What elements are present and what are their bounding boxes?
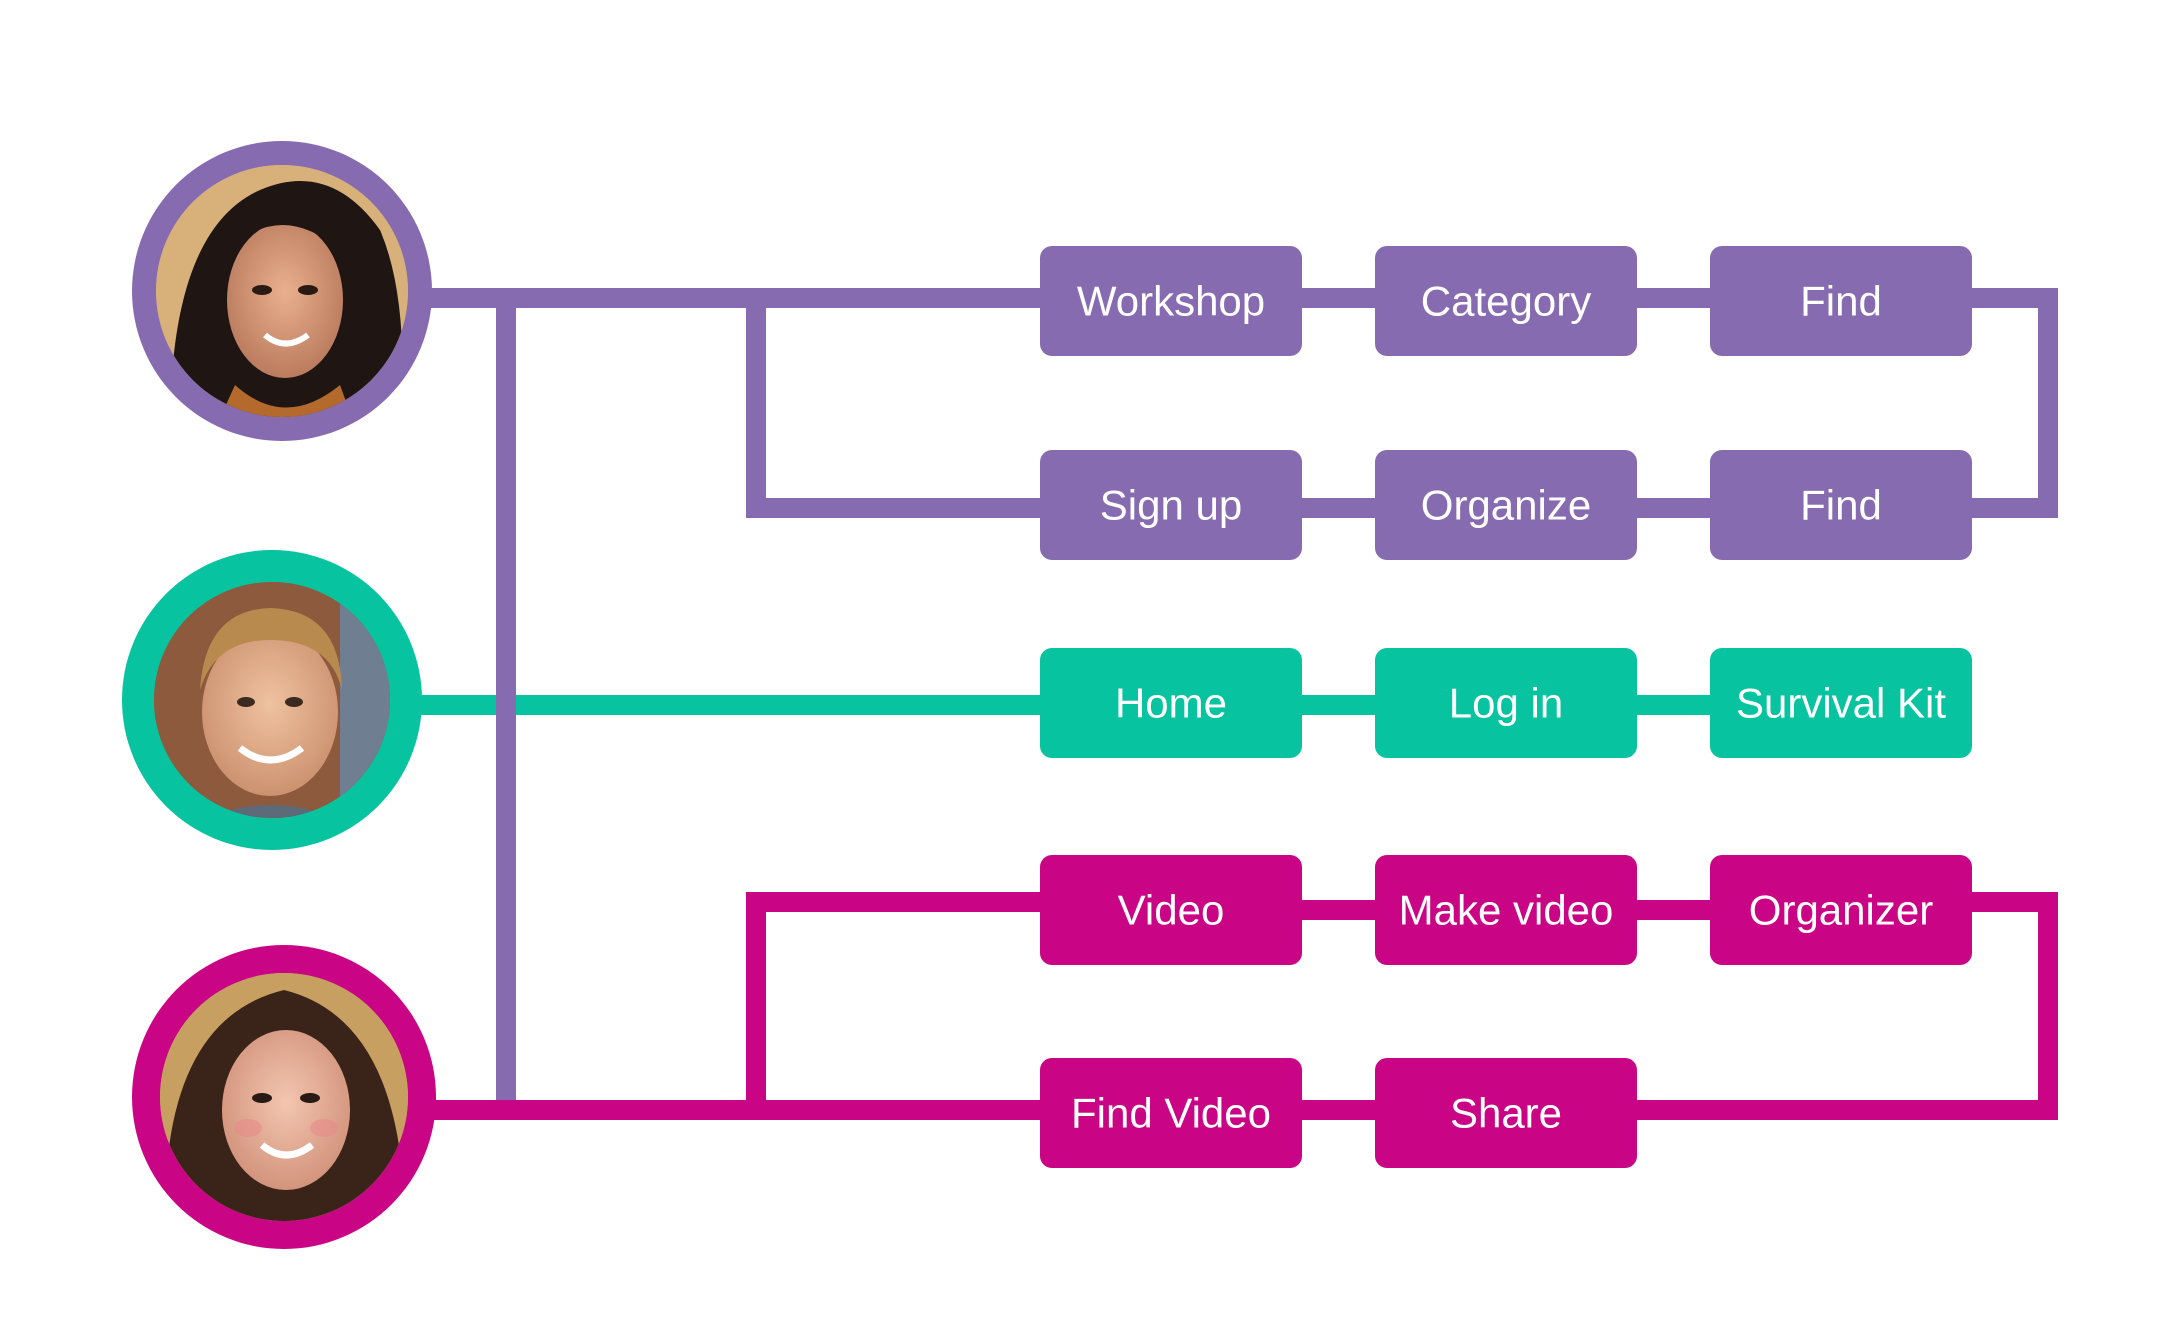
purple-return-line [1968, 288, 2058, 518]
step-category[interactable]: Category [1375, 246, 1637, 356]
step-label: Find [1800, 278, 1882, 325]
step-sign-up[interactable]: Sign up [1040, 450, 1302, 560]
step-label: Organize [1421, 482, 1591, 529]
step-label: Share [1450, 1090, 1562, 1137]
step-label: Survival Kit [1736, 680, 1946, 727]
purple-flow: Workshop Category Find Sign up Organize … [1040, 246, 1972, 560]
magenta-branch-line [746, 892, 1040, 1110]
step-organizer[interactable]: Organizer [1710, 855, 1972, 965]
step-find-video[interactable]: Find Video [1040, 1058, 1302, 1168]
magenta-connectors [420, 892, 2058, 1120]
magenta-flow: Video Make video Organizer Find Video Sh… [1040, 855, 1972, 1168]
magenta-return-line [1636, 892, 2058, 1120]
step-label: Make video [1399, 887, 1614, 934]
step-workshop[interactable]: Workshop [1040, 246, 1302, 356]
step-survival-kit[interactable]: Survival Kit [1710, 648, 1972, 758]
step-label: Find Video [1071, 1090, 1271, 1137]
teal-flow: Home Log in Survival Kit [1040, 648, 1972, 758]
step-home[interactable]: Home [1040, 648, 1302, 758]
step-find-2[interactable]: Find [1710, 450, 1972, 560]
step-make-video[interactable]: Make video [1375, 855, 1637, 965]
step-video[interactable]: Video [1040, 855, 1302, 965]
step-label: Home [1115, 680, 1227, 727]
step-label: Find [1800, 482, 1882, 529]
step-label: Video [1118, 887, 1225, 934]
step-label: Category [1421, 278, 1591, 325]
step-organize[interactable]: Organize [1375, 450, 1637, 560]
avatar-persona-1 [132, 141, 432, 441]
avatar-persona-2 [122, 550, 422, 850]
woman-dark-hair-photo [156, 165, 408, 417]
step-log-in[interactable]: Log in [1375, 648, 1637, 758]
step-label: Organizer [1749, 887, 1933, 934]
avatar-persona-3 [132, 945, 436, 1249]
step-label: Sign up [1100, 482, 1242, 529]
purple-branch-line [746, 298, 1040, 518]
woman-brown-hair-photo [160, 973, 408, 1221]
step-find[interactable]: Find [1710, 246, 1972, 356]
step-label: Log in [1449, 680, 1563, 727]
step-label: Workshop [1077, 278, 1265, 325]
step-share[interactable]: Share [1375, 1058, 1637, 1168]
